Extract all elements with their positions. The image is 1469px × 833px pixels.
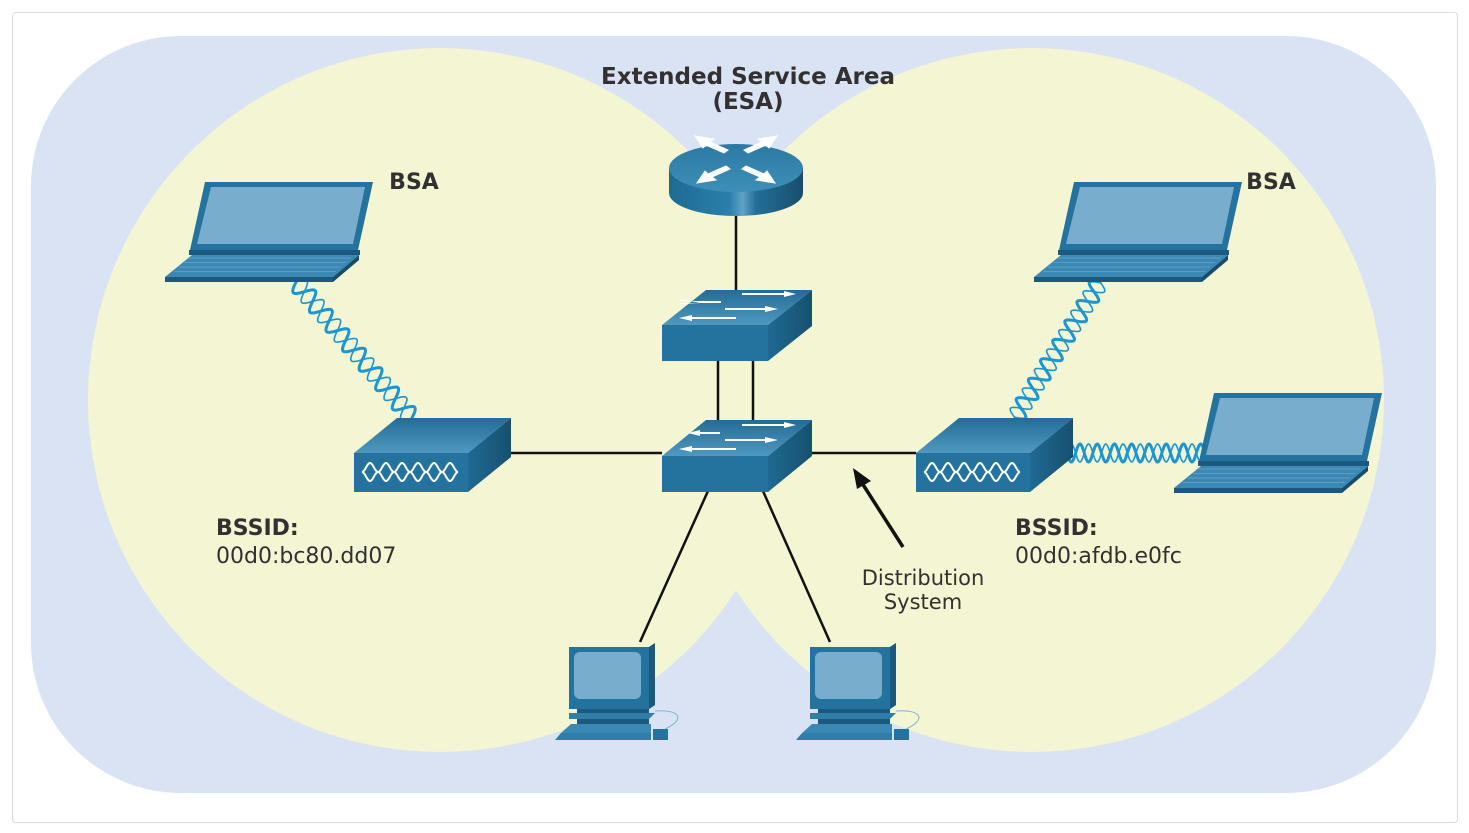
bssid-right-label: BSSID: [1015, 516, 1098, 541]
right-top-laptop-icon [1034, 182, 1242, 282]
distribution-system-line2: System [884, 590, 962, 614]
core-switch-icon [662, 420, 812, 492]
wireless-links [291, 279, 1207, 464]
left-pc-link [638, 490, 710, 643]
bssid-left-label: BSSID: [216, 516, 299, 541]
router-icon [669, 135, 803, 216]
right-pc-icon [796, 643, 920, 740]
left-access-point-icon [354, 418, 511, 492]
antenna-wave-icon [361, 461, 459, 483]
left-laptop-icon [165, 182, 373, 282]
left-pc-icon [555, 643, 679, 740]
distribution-system-arrow [853, 468, 905, 548]
antenna-wave-icon [923, 461, 1021, 483]
bsa-right-label: BSA [1246, 170, 1296, 195]
esa-title-line1: Extended Service Area [601, 64, 895, 90]
wireless-link-left-laptop [291, 279, 417, 421]
wired-links [511, 215, 916, 643]
bsa-left-label: BSA [389, 170, 439, 195]
bssid-right-value: 00d0:afdb.e0fc [1015, 544, 1182, 569]
bssid-left-value: 00d0:bc80.dd07 [216, 544, 396, 569]
esa-title-line2: (ESA) [712, 89, 783, 115]
right-access-point-icon [916, 418, 1073, 492]
right-bottom-laptop-icon [1174, 393, 1382, 493]
wireless-link-right-top-laptop [1009, 279, 1106, 421]
distribution-system-line1: Distribution [862, 566, 985, 590]
right-pc-link [761, 490, 832, 643]
upper-switch-icon [662, 290, 812, 361]
wireless-link-right-bottom-laptop [1065, 442, 1207, 464]
